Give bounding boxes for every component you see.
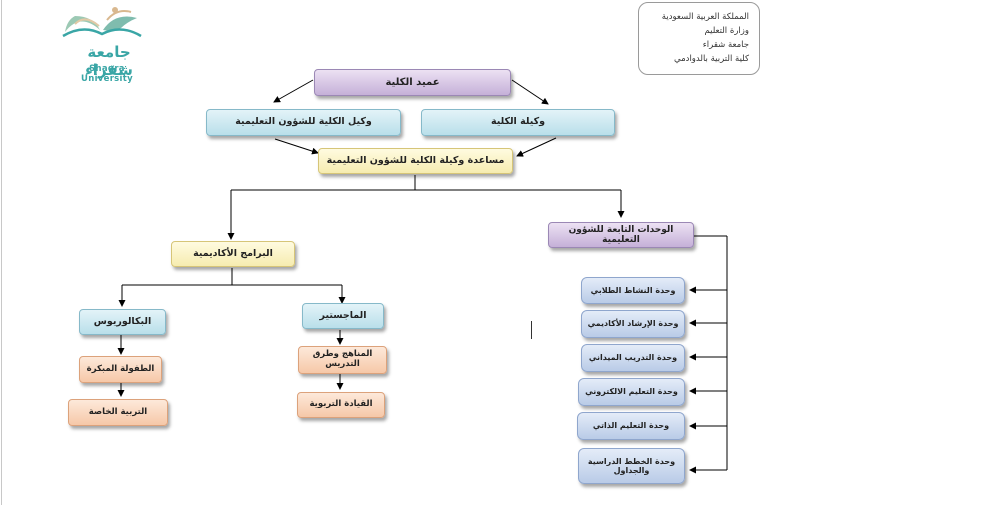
unit-e-learning-box[interactable]: وحدة التعليم الالكتروني — [578, 378, 685, 406]
master-box[interactable]: الماجستير — [302, 303, 384, 329]
connector-arrow — [274, 138, 319, 155]
unit-field-training-box[interactable]: وحدة التدريب الميداني — [581, 344, 685, 372]
info-ministry: وزارة التعليم — [704, 26, 749, 36]
connector-arrow — [516, 137, 557, 157]
page-left-border — [1, 0, 2, 505]
university-logo: جامعة شقراء Shaqra University — [55, 2, 150, 84]
assistant-vice-dean-box[interactable]: مساعدة وكيلة الكلية للشؤون التعليمية — [318, 148, 513, 174]
curricula-box[interactable]: المناهج وطرق التدريس — [298, 346, 387, 374]
info-university: جامعة شقراء — [702, 40, 749, 50]
info-college: كلية التربية بالدوادمي — [674, 54, 749, 64]
academic-programs-box[interactable]: البرامج الأكاديمية — [171, 241, 295, 267]
unit-self-learning-box[interactable]: وحدة التعليم الذاتي — [577, 412, 685, 440]
bachelor-box[interactable]: البكالوريوس — [79, 309, 166, 335]
early-childhood-box[interactable]: الطفولة المبكرة — [79, 356, 162, 383]
unit-student-activity-box[interactable]: وحدة النشاط الطلابي — [581, 277, 685, 304]
text-cursor — [531, 321, 532, 339]
logo-english-text: Shaqra University — [81, 64, 133, 84]
affiliated-units-box[interactable]: الوحدات التابعة للشؤون التعليمية — [548, 222, 694, 248]
unit-academic-advising-box[interactable]: وحدة الإرشاد الأكاديمي — [581, 310, 685, 338]
vice-dean-education-box[interactable]: وكيل الكلية للشؤون التعليمية — [206, 109, 401, 136]
info-kingdom: المملكة العربية السعودية — [661, 12, 749, 22]
unit-study-plans-box[interactable]: وحدة الخطط الدراسية والجداول — [578, 448, 685, 484]
book-logo-icon — [62, 7, 142, 38]
special-education-box[interactable]: التربية الخاصة — [68, 399, 168, 426]
vice-dean-female-box[interactable]: وكيلة الكلية — [421, 109, 615, 136]
edu-leadership-box[interactable]: القيادة التربوية — [297, 392, 385, 418]
connector-arrow — [273, 79, 314, 103]
dean-box[interactable]: عميد الكلية — [314, 69, 511, 96]
connector-arrow — [511, 79, 549, 105]
institution-info-box: المملكة العربية السعودية وزارة التعليم ج… — [638, 2, 760, 75]
logo-arabic-text: جامعة شقراء — [85, 43, 133, 79]
